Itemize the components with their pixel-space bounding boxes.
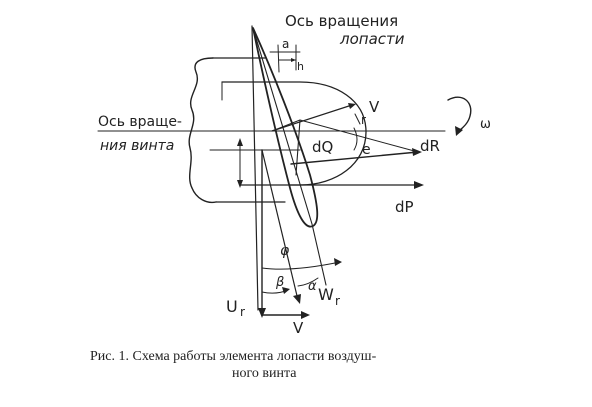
tick-a-left xyxy=(277,44,280,73)
beta-arrowhead xyxy=(282,287,290,294)
label-prop-axis-2: ния винта xyxy=(100,138,174,154)
r-tick xyxy=(354,113,361,125)
v-top-line xyxy=(271,104,353,132)
w-line xyxy=(261,149,299,301)
label-a: a xyxy=(282,37,289,51)
spinner-outline xyxy=(221,81,367,186)
label-u-sub: r xyxy=(240,305,245,319)
phi-arc xyxy=(261,261,341,270)
label-v-top: V xyxy=(369,98,380,116)
label-alpha: α xyxy=(308,279,317,294)
label-h: h xyxy=(297,60,304,73)
left-bracket-arrow-top xyxy=(237,138,243,146)
left-bracket-arrow-bottom xyxy=(237,180,243,188)
blade-extension xyxy=(311,223,327,286)
v-top-arrowhead xyxy=(348,103,356,109)
hub-outline xyxy=(188,57,217,204)
label-dP: dP xyxy=(395,198,414,216)
label-w-sub: r xyxy=(335,294,340,308)
label-u: U xyxy=(226,297,238,316)
caption-line-2: ного винта xyxy=(232,366,297,381)
label-blade-axis-1: Ось вращения xyxy=(285,12,398,30)
u-arrowhead xyxy=(258,308,266,318)
label-w: W xyxy=(318,285,334,304)
v-bottom-arrowhead xyxy=(301,311,310,319)
label-omega: ω xyxy=(480,117,491,132)
label-dR: dR xyxy=(420,137,440,155)
dP-arrowhead xyxy=(414,181,424,189)
dR-arrow xyxy=(290,151,419,165)
phi-arrowhead xyxy=(334,258,342,266)
omega-arrowhead xyxy=(455,126,463,136)
blade-axis-line xyxy=(251,25,259,311)
dR-component-2 xyxy=(271,119,301,132)
dR-component-1 xyxy=(299,119,419,153)
w-arrowhead xyxy=(293,294,301,304)
label-prop-axis-1: Ось враще- xyxy=(98,114,182,130)
label-e: e xyxy=(362,142,371,158)
dQ-line xyxy=(295,119,301,176)
omega-arc xyxy=(447,96,472,133)
label-dQ: dQ xyxy=(312,138,333,156)
alpha-arc xyxy=(297,277,319,287)
label-phi: φ xyxy=(280,243,290,259)
e-arc xyxy=(353,127,358,151)
label-beta: β xyxy=(275,275,284,290)
label-r: r xyxy=(361,113,366,127)
caption-line-1: Рис. 1. Схема работы элемента лопасти во… xyxy=(90,349,377,364)
label-blade-axis-2: лопасти xyxy=(339,30,405,48)
dim-h-arrowhead xyxy=(291,58,296,62)
label-v-bottom: V xyxy=(293,319,304,337)
blade-chord xyxy=(252,27,313,225)
